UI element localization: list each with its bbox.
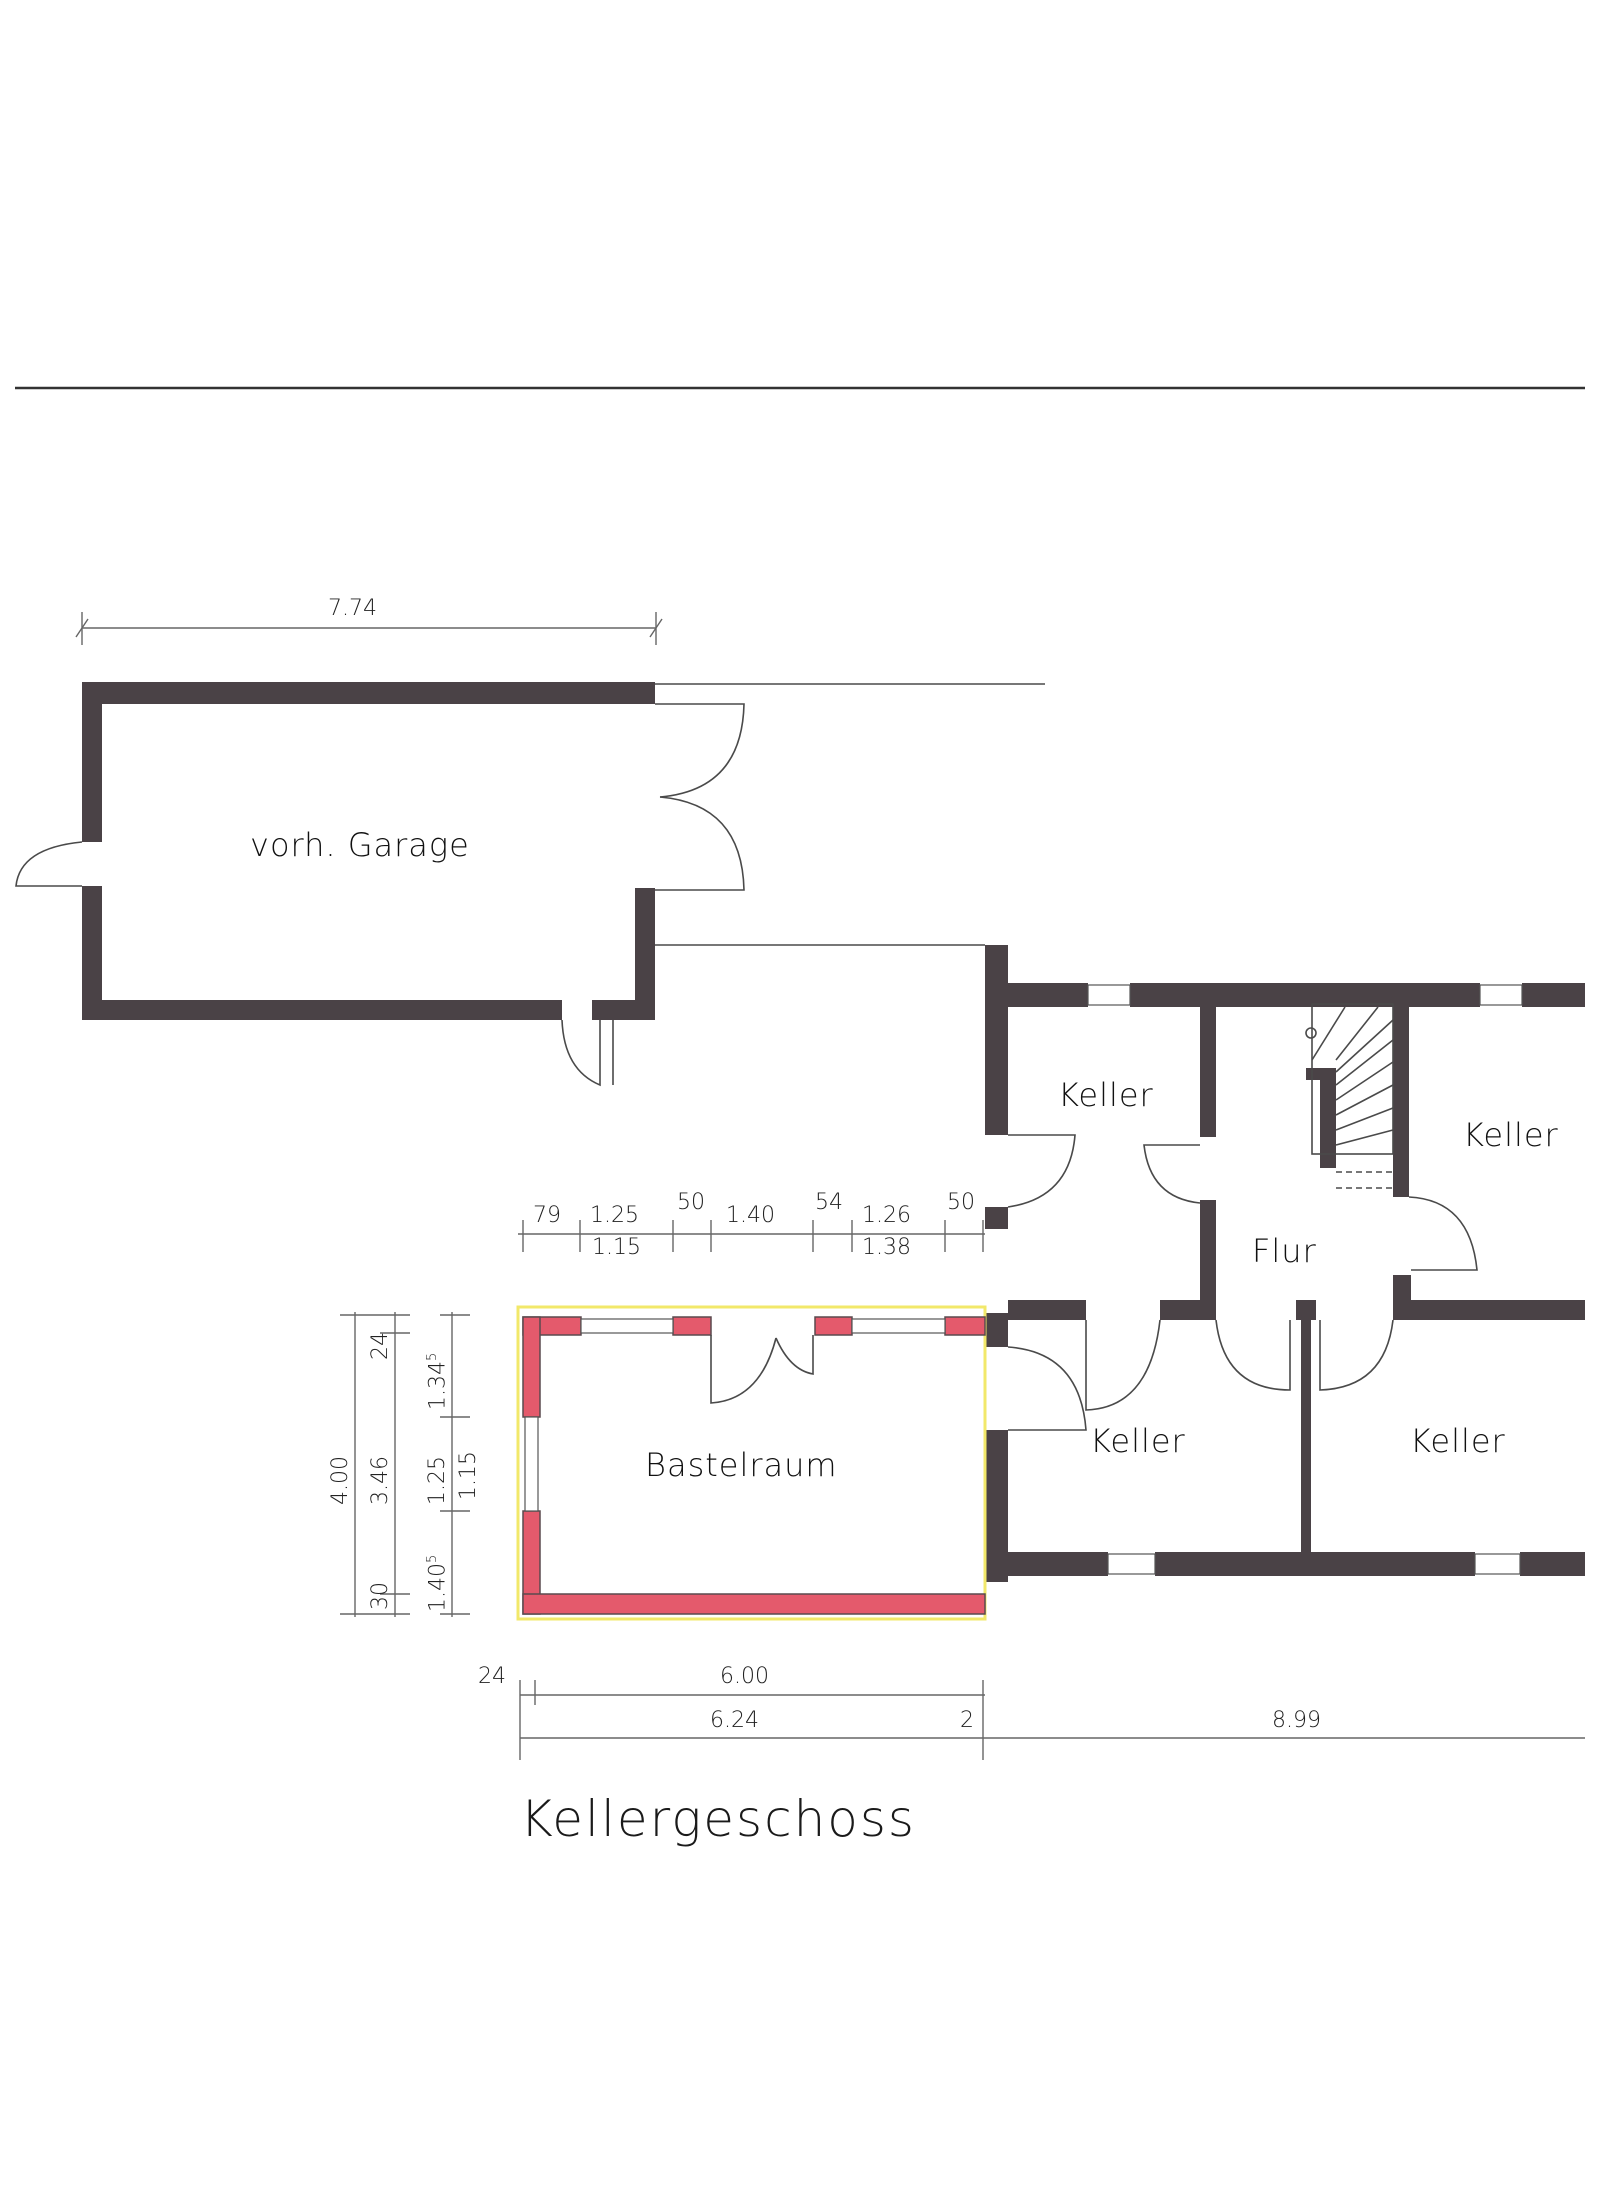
garage-side-door [15,841,83,887]
dim-left-1405-value: 1.40 [425,1563,451,1612]
room-label-keller-ne: Keller [1463,1116,1559,1154]
house-walls [985,945,1585,1582]
room-label-flur: Flur [1252,1232,1317,1270]
staircase [1305,1003,1394,1189]
dim-left-1405: 1.405 [425,1555,450,1612]
bastelraum-walls [522,1316,986,1615]
dim-top-125: 1.25 [590,1203,639,1228]
new-building-outline [516,1305,987,1621]
room-label-keller-sw: Keller [1090,1422,1186,1460]
dim-garage-width: 7.74 [328,596,377,621]
dim-left-115: 1.15 [456,1451,481,1500]
dim-left-24: 24 [368,1332,393,1360]
dim-top-138: 1.38 [862,1235,911,1260]
dim-left-1405-sup: 5 [425,1554,440,1564]
dim-top-79: 79 [533,1203,561,1228]
room-label-keller-nw: Keller [1058,1076,1154,1114]
dim-left-1345-sup: 5 [425,1352,440,1362]
garage-walls [82,682,655,1020]
dim-bottom-624: 6.24 [710,1708,759,1733]
dim-top-50a: 50 [677,1190,705,1215]
dim-left-125: 1.25 [425,1456,450,1505]
room-label-keller-se: Keller [1410,1422,1506,1460]
room-label-bastelraum: Bastelraum [645,1446,838,1484]
dim-left-400: 4.00 [328,1456,353,1505]
dim-top-115: 1.15 [592,1235,641,1260]
dim-left-1345: 1.345 [425,1353,450,1410]
dim-top-140: 1.40 [726,1203,775,1228]
dim-top-126: 1.26 [862,1203,911,1228]
dim-bottom-899: 8.99 [1272,1708,1321,1733]
dim-bottom-24: 24 [478,1664,506,1689]
dim-bottom-600: 6.00 [720,1664,769,1689]
dim-top-54: 54 [815,1190,843,1215]
floor-title: Kellergeschoss [520,1790,916,1848]
room-label-garage: vorh. Garage [250,826,470,864]
dim-left-30: 30 [368,1582,393,1610]
dim-top-50b: 50 [947,1190,975,1215]
dim-left-346: 3.46 [368,1456,393,1505]
dim-left-1345-value: 1.34 [425,1361,451,1410]
dim-bottom-2: 2 [960,1708,974,1733]
